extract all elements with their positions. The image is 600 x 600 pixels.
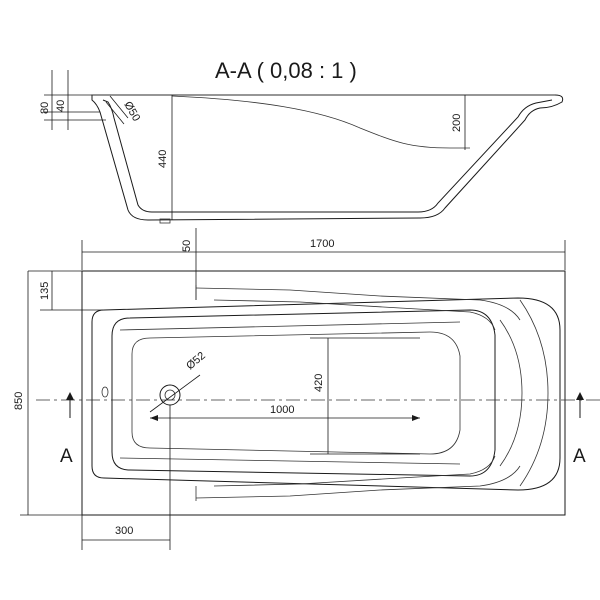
section-backrest-curve [171,95,470,149]
dim-300-label: 300 [115,525,133,537]
dim-40-label: 40 [55,100,67,112]
dim-420-label: 420 [313,374,325,392]
plan-side-contour-top [119,321,461,331]
section-arrow-left-head [66,392,74,400]
plan-backrest-contour-1 [519,299,549,487]
dim-50dia-line-a [109,95,129,119]
dim-1000-arrow-right [412,415,420,421]
dim-1000-label: 1000 [270,404,294,416]
plan-inner-rim [91,297,561,491]
dim-1700-label: 1700 [310,238,334,250]
plan-view: 1700 50 135 850 [13,228,600,550]
overflow-icon [101,386,109,398]
dim-80-label: 80 [39,102,51,114]
dim-1000-arrow-left [150,415,158,421]
plan-armrest-bottom-inner [213,455,496,487]
plan-outer-rim [81,270,566,516]
dim-52dia-label: Ø52 [184,350,208,373]
plan-basin-floor [131,331,461,455]
dim-50dia-label: Ø50 [121,100,142,124]
section-arrow-right-head [576,392,584,400]
plan-side-contour-bottom [119,457,461,465]
section-inner-profile [102,99,553,213]
section-label-right: A [573,446,586,467]
section-view: 80 40 Ø50 440 200 [39,70,564,224]
plan-basin-outline [111,309,496,477]
plan-armrest-top [195,287,521,321]
dim-50dia-line-b [105,101,125,125]
dim-50-label: 50 [181,240,193,252]
plan-backrest-contour-2 [499,319,523,467]
plan-armrest-bottom [195,465,521,499]
dim-135-label: 135 [39,282,51,300]
dim-850-label: 850 [13,392,25,410]
section-title: A-A ( 0,08 : 1 ) [215,58,357,83]
dim-52dia-line [149,374,201,413]
dim-200-label: 200 [451,114,463,132]
drain-inner-icon [164,389,176,401]
section-drain-stub [159,218,171,224]
section-label-left: A [60,446,73,467]
plan-armrest-top-inner [213,299,496,331]
dim-440-label: 440 [157,150,169,168]
